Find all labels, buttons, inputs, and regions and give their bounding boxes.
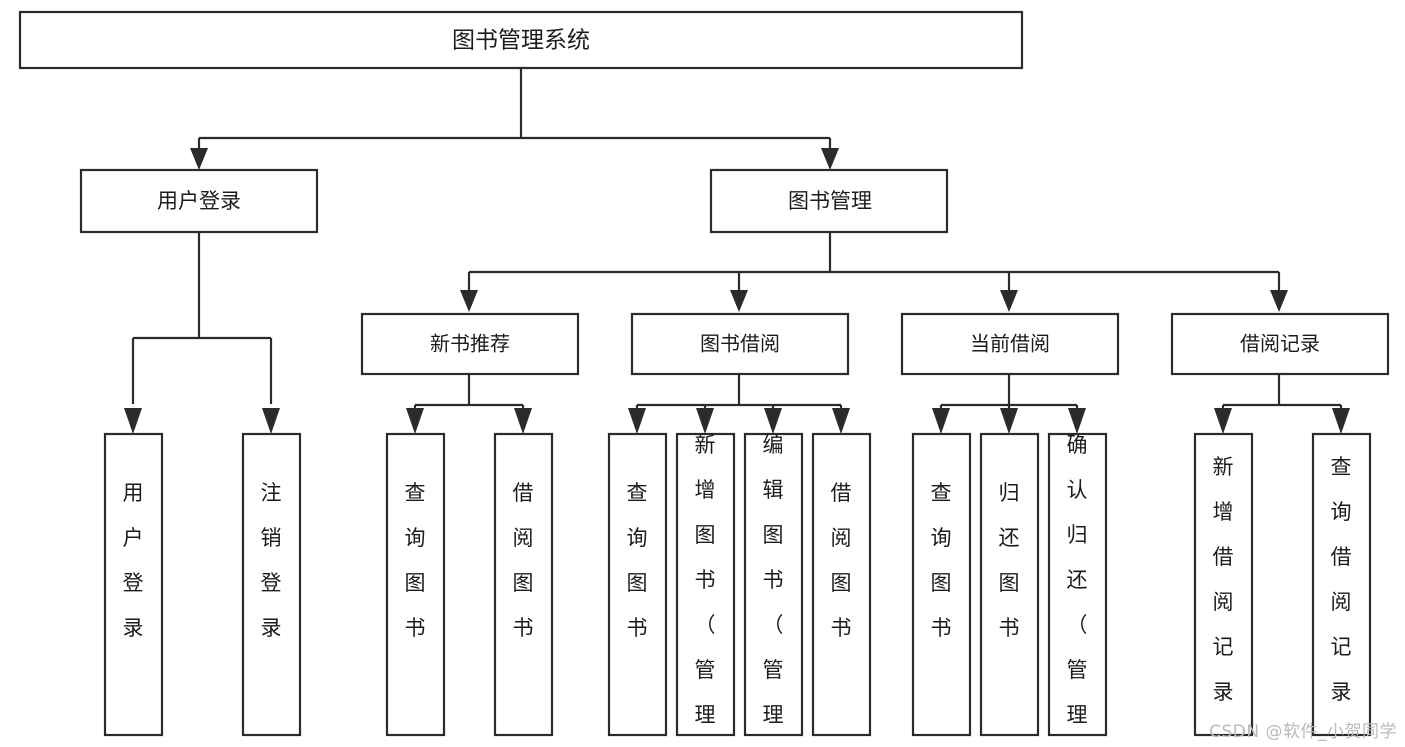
node-book-borrow-label: 图书借阅 [700, 332, 780, 356]
node-borrow-record-box[interactable] [1170, 312, 1390, 376]
node-new-book-recommend-box[interactable] [360, 312, 580, 376]
node-current-borrow[interactable]: 当前借阅 [900, 312, 1120, 376]
edges-newbook-to-leaves [406, 374, 532, 434]
leaf-label: 新增借阅记录 [1213, 455, 1234, 704]
edges-currentborrow-to-leaves [932, 374, 1086, 434]
node-root-label: 图书管理系统 [452, 28, 590, 54]
leaf-box[interactable] [385, 432, 446, 737]
leaf-label: 注销登录 [261, 481, 282, 640]
node-book-management[interactable]: 图书管理 [709, 168, 949, 234]
leaf-label: 用户登录 [123, 481, 144, 640]
leaf-node[interactable]: 用户登录 [103, 432, 164, 737]
leaf-label: 查询图书 [405, 481, 426, 640]
node-user-login[interactable]: 用户登录 [79, 168, 319, 234]
leaf-node[interactable]: 借阅图书 [493, 432, 554, 737]
node-new-book-recommend-label: 新书推荐 [430, 332, 510, 356]
leaf-node[interactable]: 借阅图书 [811, 432, 872, 737]
leaf-label: 归还图书 [999, 481, 1020, 640]
leaf-node[interactable]: 注销登录 [241, 432, 302, 737]
leaf-node[interactable]: 查询图书 [911, 432, 972, 737]
node-user-login-label: 用户登录 [157, 189, 241, 213]
leaf-node[interactable]: 编辑图书（管理员） [743, 432, 804, 747]
leaf-node[interactable]: 确认归还（管理员） [1047, 432, 1108, 747]
edges-bookmgmt-to-level2 [460, 232, 1288, 312]
node-user-login-box[interactable] [79, 168, 319, 234]
leaf-node[interactable]: 查询图书 [607, 432, 668, 737]
leaf-node[interactable]: 归还图书 [979, 432, 1040, 737]
edges-borrowrecord-to-leaves [1214, 374, 1350, 434]
leaf-label: 查询图书 [931, 481, 952, 640]
node-root[interactable]: 图书管理系统 [18, 10, 1024, 70]
leaf-box[interactable] [493, 432, 554, 737]
leaf-node[interactable]: 新增图书（管理员） [675, 432, 736, 747]
leaf-label: 新增图书（管理员） [695, 433, 716, 747]
node-borrow-record-label: 借阅记录 [1240, 332, 1320, 356]
leaf-node[interactable]: 查询图书 [385, 432, 446, 737]
leaf-box[interactable] [103, 432, 164, 737]
leaf-box[interactable] [241, 432, 302, 737]
node-book-management-box[interactable] [709, 168, 949, 234]
node-new-book-recommend[interactable]: 新书推荐 [360, 312, 580, 376]
leaf-box[interactable] [607, 432, 668, 737]
leaf-box[interactable] [743, 432, 804, 737]
node-book-management-label: 图书管理 [788, 189, 872, 213]
leaf-nodes: 用户登录 注销登录 查询图书 借阅图书 查询图书 新增图书（管理员） [103, 432, 1372, 747]
leaf-label: 借阅图书 [831, 481, 852, 640]
leaf-node[interactable]: 新增借阅记录 [1193, 432, 1254, 737]
node-root-box[interactable] [18, 10, 1024, 70]
node-book-borrow[interactable]: 图书借阅 [630, 312, 850, 376]
leaf-box[interactable] [1311, 432, 1372, 737]
leaf-label: 确认归还（管理员） [1067, 433, 1088, 747]
leaf-box[interactable] [811, 432, 872, 737]
leaf-box[interactable] [1047, 432, 1108, 737]
edges-bookborrow-to-leaves [628, 374, 850, 434]
node-current-borrow-label: 当前借阅 [970, 332, 1050, 356]
leaf-box[interactable] [675, 432, 736, 737]
leaf-box[interactable] [911, 432, 972, 737]
leaf-box[interactable] [1193, 432, 1254, 737]
leaf-label: 编辑图书（管理员） [763, 433, 784, 747]
edges-userlogin-to-leaves [124, 232, 280, 434]
leaf-node[interactable]: 查询借阅记录 [1311, 432, 1372, 737]
node-borrow-record[interactable]: 借阅记录 [1170, 312, 1390, 376]
edges-root-to-level1 [190, 68, 839, 170]
leaf-label: 查询图书 [627, 481, 648, 640]
leaf-box[interactable] [979, 432, 1040, 737]
node-book-borrow-box[interactable] [630, 312, 850, 376]
leaf-label: 查询借阅记录 [1331, 455, 1352, 704]
node-current-borrow-box[interactable] [900, 312, 1120, 376]
leaf-label: 借阅图书 [513, 481, 534, 640]
